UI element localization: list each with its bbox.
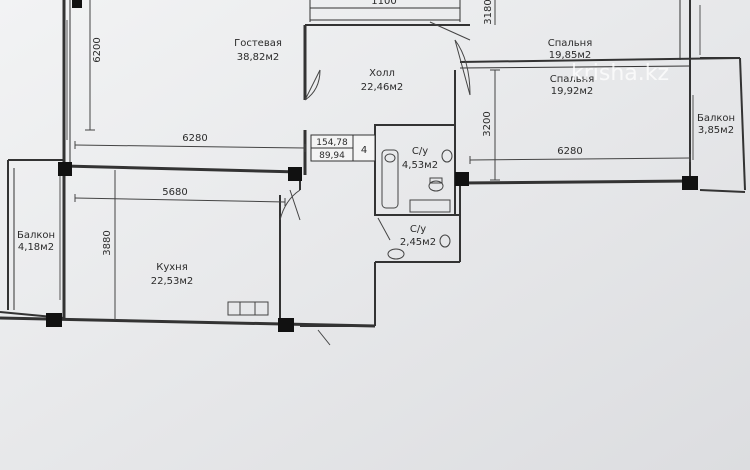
- apartment-total-area: 154,78: [316, 138, 348, 148]
- dimension-bedroom-height: 3200: [482, 111, 493, 136]
- balcony-left-name: Балкон: [17, 230, 55, 241]
- kitchen-area: 22,53м2: [151, 276, 194, 287]
- hall-area: 22,46м2: [361, 82, 404, 93]
- kitchen-name: Кухня: [156, 262, 188, 273]
- dimension-left-vertical: 6200: [92, 37, 103, 62]
- dimension-living-width: 6280: [182, 133, 207, 144]
- balcony-right-area: 3,85м2: [698, 125, 734, 136]
- apartment-room-count: 4: [361, 145, 367, 156]
- fixtures: [227, 149, 453, 316]
- columns: [46, 0, 698, 332]
- bathroom-2-area: 2,45м2: [400, 237, 436, 248]
- bedroom-1-area: 19,85м2: [549, 50, 592, 61]
- balcony-right-name: Балкон: [697, 113, 735, 124]
- hall-name: Холл: [369, 68, 395, 79]
- bedroom-2-name: Спальня: [550, 74, 595, 85]
- windows: [59, 5, 701, 300]
- balcony-left-area: 4,18м2: [18, 242, 54, 253]
- bedroom-2-area: 19,92м2: [551, 86, 594, 97]
- dimension-top-partial: 1100: [371, 0, 396, 7]
- bathroom-2-name: С/у: [410, 224, 426, 235]
- living-room-area: 38,82м2: [237, 52, 280, 63]
- dimension-bedroom-width: 6280: [557, 146, 582, 157]
- walls: [0, 0, 746, 328]
- doors: [279, 21, 471, 346]
- bathroom-1-area: 4,53м2: [402, 160, 438, 171]
- bathroom-1-name: С/у: [412, 146, 428, 157]
- dimension-kitchen-width: 5680: [162, 187, 187, 198]
- apartment-info-box: [310, 134, 376, 162]
- watermark: krisha.kz: [571, 61, 669, 86]
- living-room-name: Гостевая: [234, 38, 282, 49]
- apartment-living-area: 89,94: [319, 151, 345, 161]
- dimension-kitchen-height: 3880: [102, 230, 113, 255]
- bedroom-1-name: Спальня: [548, 38, 593, 49]
- dimension-lines: [74, 0, 691, 320]
- dimension-bedroom-top-height: 3180: [483, 0, 494, 25]
